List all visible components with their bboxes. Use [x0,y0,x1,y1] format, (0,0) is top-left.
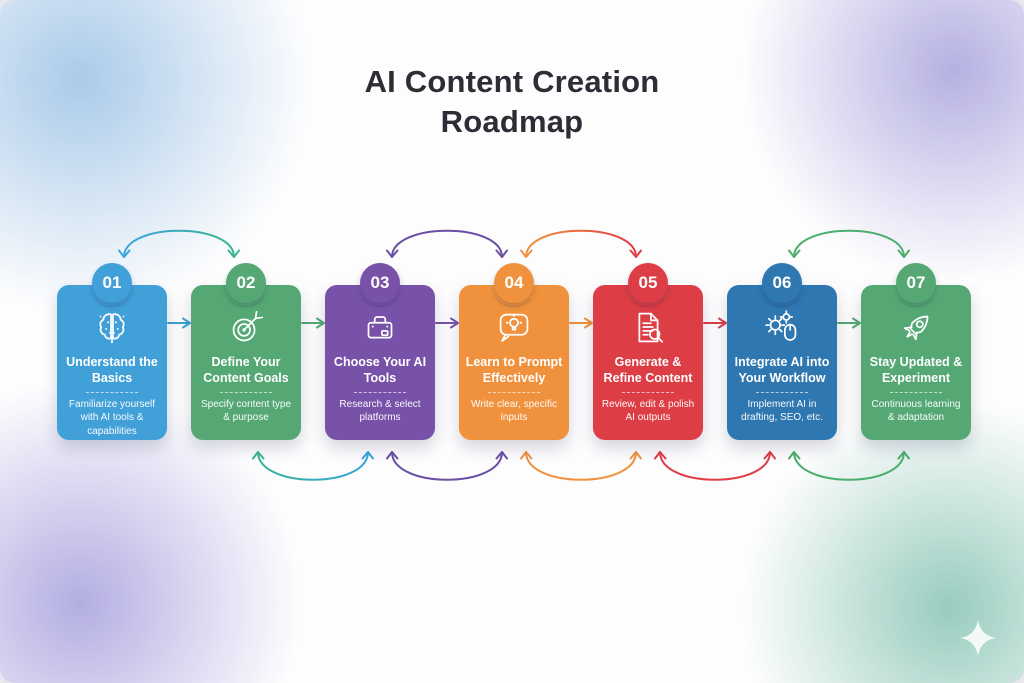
step-number-badge: 04 [489,263,538,307]
step-description: Familiarize yourself with AI tools & cap… [68,399,156,437]
step-number-badge: 03 [355,263,404,307]
step-title: Understand the Basics [66,355,158,385]
step-title: Learn to Prompt Effectively [465,355,563,385]
step-number: 02 [236,273,256,292]
page-title-line1: AI Content Creation [364,64,660,99]
divider [488,392,540,394]
divider [354,392,406,394]
step-number-badge: 07 [891,263,940,307]
step-description: Review, edit & polish AI outputs [601,399,695,424]
step-number-badge: 06 [757,263,806,307]
page-title: AI Content Creation Roadmap [0,62,1024,141]
step-number: 03 [370,273,390,292]
brain-icon [57,304,167,352]
divider [622,392,674,394]
step-number-badge: 05 [623,263,672,307]
background-gradient-top-left [0,0,320,320]
step-number-badge: 02 [221,263,270,307]
step-number: 04 [504,273,524,292]
step-description: Implement AI in drafting, SEO, etc. [741,399,823,424]
step-card-6: 06 Integrate AI into Your Workflow Imple… [727,263,837,440]
step-number-badge: 01 [87,263,136,307]
gears-mouse-icon [727,304,837,352]
page-title-line2: Roadmap [440,103,584,139]
prompt-lightbulb-icon [459,304,569,352]
divider [220,392,272,394]
target-icon [191,304,301,352]
step-number: 07 [906,273,926,292]
background-gradient-top-right [734,0,1024,290]
step-description: Specify content type & purpose [200,399,292,424]
divider [890,392,942,394]
step-description: Research & select platforms [339,399,421,424]
step-card-4: 04 Learn to Prompt Effectively Write cle… [459,263,569,440]
roadmap-steps: 01 Understand the Basics [57,263,971,440]
step-title: Stay Updated & Experiment [869,355,963,385]
step-card-3: 03 Choose Your AI Tools Research & selec… [325,263,435,440]
step-description: Write clear, specific inputs [471,399,557,424]
toolbox-icon [325,304,435,352]
sparkle-icon [958,618,998,663]
step-title: Define Your Content Goals [203,355,289,385]
step-card-1: 01 Understand the Basics [57,263,167,440]
step-card-7: 07 Stay Updated & Experiment Continuous … [861,263,971,440]
step-number: 05 [638,273,658,292]
step-title: Choose Your AI Tools [333,355,427,385]
divider [756,392,808,394]
step-card-2: 02 Define Your Content Goals Specify con… [191,263,301,440]
document-magnifier-icon [593,304,703,352]
divider [86,392,138,394]
step-description: Continuous learning & adaptation [871,399,961,424]
step-card-5: 05 Generate & Refine Content Review, edi… [593,263,703,440]
step-number: 01 [102,273,122,292]
rocket-icon [861,304,971,352]
step-number: 06 [772,273,792,292]
step-title: Generate & Refine Content [603,355,693,385]
step-title: Integrate AI into Your Workflow [734,355,830,385]
